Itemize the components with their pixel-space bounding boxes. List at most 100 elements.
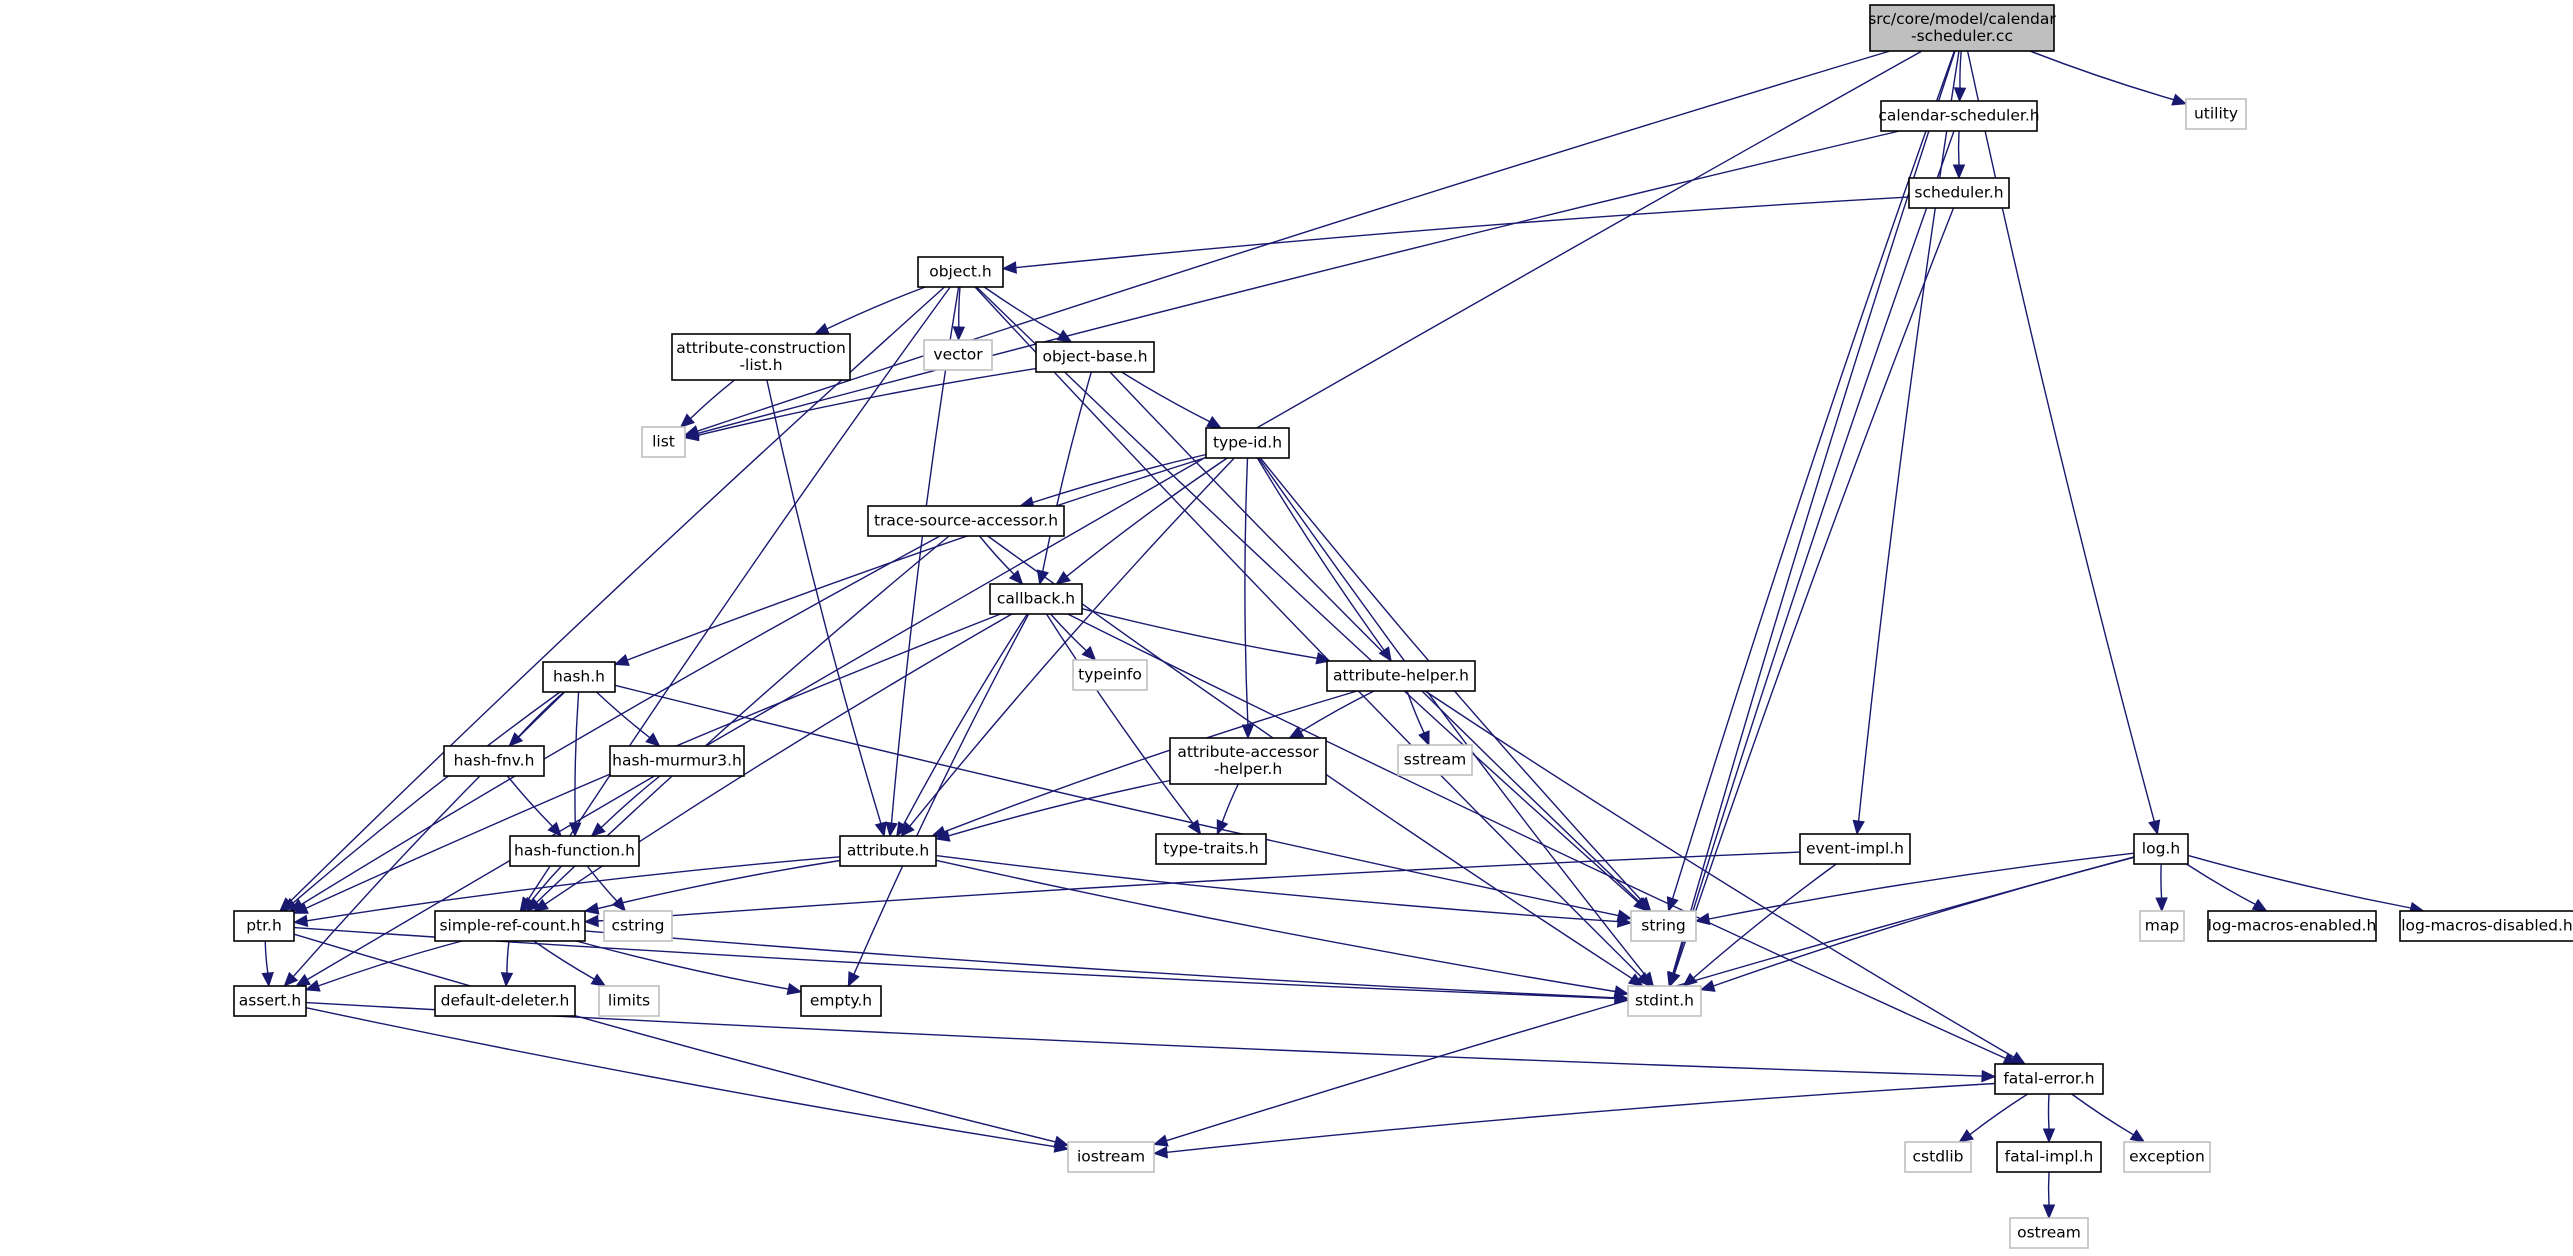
edge-root-to-utility (2029, 50, 2188, 106)
node-label: calendar-scheduler.h (1878, 107, 2039, 125)
node-label: object.h (929, 263, 992, 281)
node-assert-h[interactable]: assert.h (233, 985, 307, 1017)
edge-simple-ref-count-h-to-assert-h (304, 940, 463, 992)
node-log-macros-disabled-h[interactable]: log-macros-disabled.h (2399, 910, 2573, 942)
edge-line (902, 613, 1028, 826)
node-box (233, 985, 307, 1017)
node-box (1072, 659, 1148, 691)
edge-line (584, 930, 1616, 999)
arrowhead (1981, 1069, 1997, 1083)
node-empty-h[interactable]: empty.h (800, 985, 882, 1017)
edge-line (935, 854, 1619, 923)
edge-line (293, 933, 1056, 1143)
node-log-h[interactable]: log.h (2133, 833, 2189, 865)
node-default-deleter-h[interactable]: default-deleter.h (434, 985, 576, 1017)
node-object-base-h[interactable]: object-base.h (1035, 341, 1155, 373)
node-type-id-h[interactable]: type-id.h (1205, 427, 1290, 459)
arrowhead (1152, 1134, 1169, 1147)
edge-line (292, 691, 561, 904)
node-box (1904, 1141, 1972, 1173)
edge-hash-h-to-hash-murmur3-h (596, 691, 661, 747)
node-log-macros-enabled-h[interactable]: log-macros-enabled.h (2207, 910, 2377, 942)
node-list: list (641, 426, 686, 458)
node-box (2009, 1217, 2089, 1249)
edge-root-to-event-impl-h (1852, 50, 1960, 836)
node-box (1996, 1141, 2102, 1173)
edge-line (978, 535, 1015, 575)
node-root[interactable]: src/core/model/calendar-scheduler.cc (1868, 4, 2056, 52)
arrowhead (522, 896, 537, 912)
node-event-impl-h[interactable]: event-impl.h (1799, 833, 1911, 865)
edge-hash-function-h-to-cstring (586, 865, 627, 912)
node-box (923, 339, 993, 371)
node-label: event-impl.h (1806, 840, 1904, 858)
node-cstdlib: cstdlib (1904, 1141, 1972, 1173)
edge-line (1015, 196, 1910, 269)
node-object-h[interactable]: object.h (917, 256, 1004, 288)
arrowhead (1958, 1129, 1974, 1143)
arrowhead (896, 821, 909, 838)
edge-attribute-h-to-simple-ref-count-h (583, 859, 841, 915)
edge-log-h-to-map (2155, 863, 2168, 913)
node-box (800, 985, 882, 1017)
edge-line (983, 286, 1061, 336)
edge-attribute-h-to-ptr-h (292, 856, 841, 927)
arrowhead (1636, 896, 1652, 912)
edge-line (530, 865, 563, 902)
edge-attribute-construction-list-h-to-attribute-h (766, 379, 887, 838)
arrowhead (500, 972, 514, 988)
edge-line (1067, 613, 2006, 1060)
node-scheduler-h[interactable]: scheduler.h (1908, 177, 2010, 209)
arrowhead (2010, 1051, 2026, 1065)
node-label: simple-ref-count.h (439, 917, 580, 935)
edge-line (1857, 50, 1960, 822)
node-attribute-construction-list-h[interactable]: attribute-construction-list.h (671, 333, 851, 381)
node-label: limits (608, 992, 650, 1010)
node-fatal-error-h[interactable]: fatal-error.h (1994, 1063, 2104, 1095)
node-attribute-accessor-helper-h[interactable]: attribute-accessor-helper.h (1169, 737, 1327, 785)
arrowhead (1001, 261, 1017, 274)
node-box (671, 333, 851, 381)
edge-line (1959, 50, 1962, 89)
node-attribute-h[interactable]: attribute.h (839, 835, 937, 867)
node-fatal-impl-h[interactable]: fatal-impl.h (1996, 1141, 2102, 1173)
node-hash-fnv-h[interactable]: hash-fnv.h (443, 745, 545, 777)
edge-line (1258, 457, 1647, 977)
node-box (839, 835, 937, 867)
node-limits: limits (598, 985, 660, 1017)
node-box (1630, 910, 1697, 942)
edge-line (958, 286, 961, 328)
node-hash-function-h[interactable]: hash-function.h (509, 835, 640, 867)
node-type-traits-h[interactable]: type-traits.h (1155, 833, 1267, 865)
edge-line (527, 286, 951, 901)
node-calendar-scheduler-h[interactable]: calendar-scheduler.h (1878, 100, 2040, 132)
edge-line (596, 691, 651, 739)
node-label: hash-function.h (514, 842, 635, 860)
node-hash-murmur3-h[interactable]: hash-murmur3.h (609, 745, 745, 777)
arrowhead (2251, 898, 2268, 912)
node-hash-h[interactable]: hash.h (542, 661, 616, 693)
node-box (1869, 4, 2055, 52)
arrowhead (547, 821, 562, 837)
arrowhead (1694, 912, 1711, 926)
edge-line (1221, 783, 1239, 823)
node-callback-h[interactable]: callback.h (989, 583, 1083, 615)
node-simple-ref-count-h[interactable]: simple-ref-count.h (434, 910, 586, 942)
edge-log-h-to-stdint-h (1699, 856, 2135, 992)
node-label: object-base.h (1042, 348, 1147, 366)
node-trace-source-accessor-h[interactable]: trace-source-accessor.h (867, 505, 1065, 537)
edge-hash-fnv-h-to-hash-function-h (506, 775, 562, 837)
node-label: assert.h (239, 992, 301, 1010)
edge-layer (261, 50, 2425, 1220)
node-attribute-helper-h[interactable]: attribute-helper.h (1326, 660, 1476, 692)
node-box (443, 745, 545, 777)
arrowhead (1053, 1140, 1070, 1153)
node-box (867, 505, 1065, 537)
node-box (1035, 341, 1155, 373)
node-box (2185, 98, 2247, 130)
node-ptr-h[interactable]: ptr.h (233, 910, 295, 942)
edge-line (1066, 457, 1228, 577)
edge-line (2047, 1093, 2050, 1130)
edge-line (2029, 50, 2174, 101)
